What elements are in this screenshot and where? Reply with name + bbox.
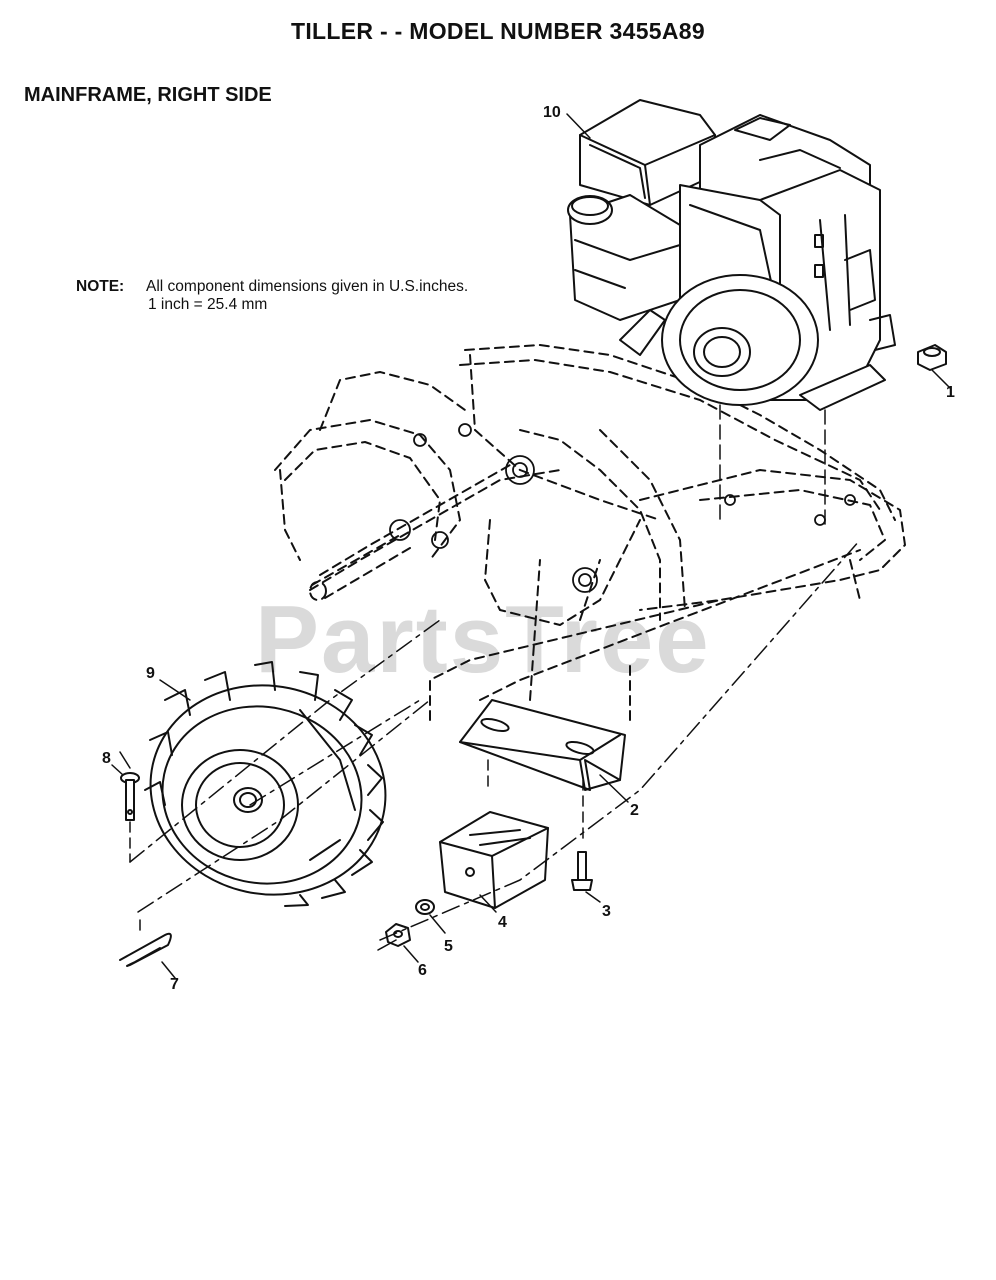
callout-5: 5 [444,938,453,955]
note-label: NOTE: [76,278,125,295]
frame-bolt-holes [389,423,856,593]
dimension-note: NOTE: All component dimensions given in U… [76,278,468,314]
callout-10: 10 [543,104,561,121]
bracket-plate-part-2 [459,699,629,841]
leader-lines [111,113,591,776]
section-heading: MAINFRAME, RIGHT SIDE [24,84,272,106]
callout-4: 4 [498,914,507,931]
callout-8: 8 [102,750,111,767]
note-line-2: 1 inch = 25.4 mm [148,296,268,313]
callout-7: 7 [170,976,179,993]
weight-block-part-4 [439,811,549,913]
axle-tube [309,534,411,601]
tire-wheel-part-9 [144,661,387,907]
note-line-1: All component dimensions given in U.S.in… [146,278,469,295]
callout-6: 6 [418,962,427,979]
callout-1: 1 [946,384,955,401]
assembly-center-lines [129,539,861,941]
washer-part-5 [415,899,446,934]
callout-9: 9 [146,665,155,682]
nut-part-1 [917,344,951,389]
engine [567,99,896,526]
bolt-part-3 [571,851,601,903]
callout-3: 3 [602,903,611,920]
hairpin-clip-part-7 [119,914,176,979]
nut-part-6 [377,923,419,963]
clevis-pin-part-8 [119,751,140,863]
callout-2: 2 [630,802,639,819]
page-title: TILLER - - MODEL NUMBER 3455A89 [291,18,705,44]
